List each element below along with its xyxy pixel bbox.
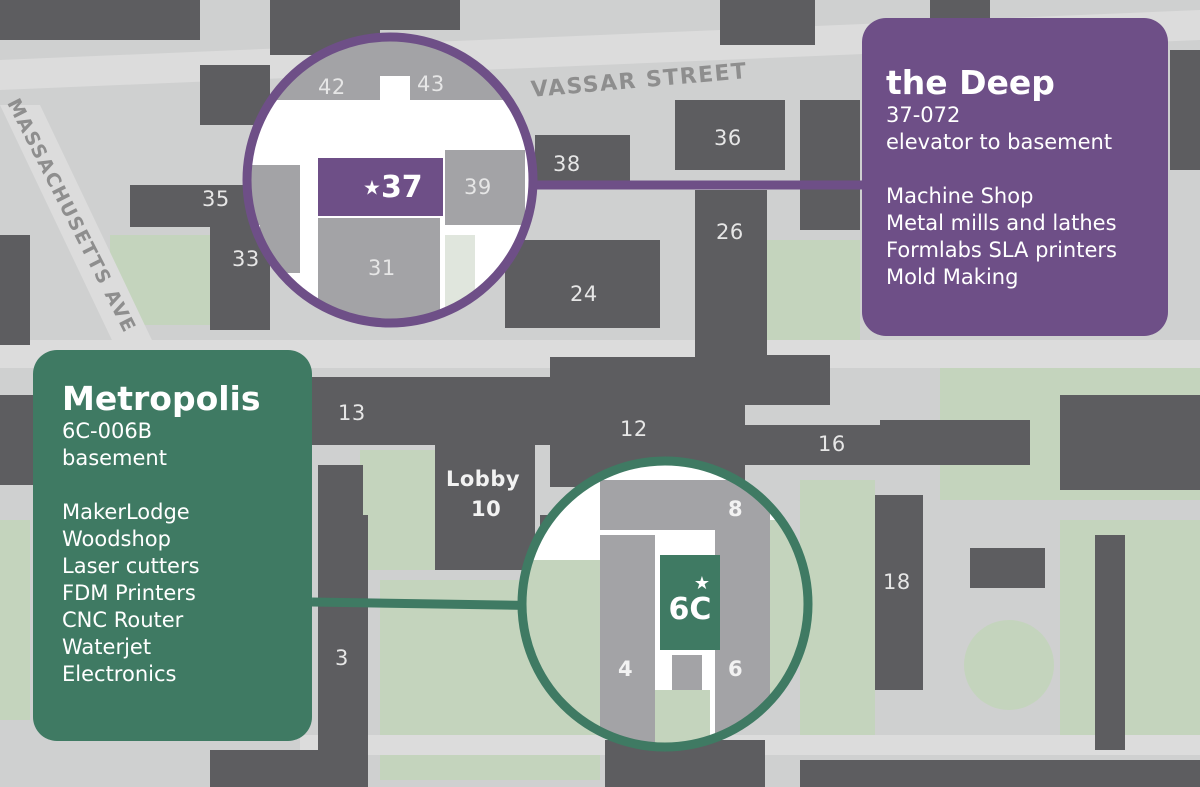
metropolis-info-card: Metropolis 6C-006B basement MakerLodge W… [33, 350, 312, 741]
deep-item: Machine Shop [886, 184, 1034, 208]
building-label-12: 12 [620, 417, 648, 441]
building-label-24: 24 [570, 282, 598, 306]
star-icon: ★ [693, 573, 711, 594]
deep-location: elevator to basement [886, 130, 1113, 154]
building-label-43: 43 [417, 72, 445, 96]
metropolis-location: basement [62, 446, 167, 470]
metropolis-item: Woodshop [62, 527, 171, 551]
building-label-3: 3 [335, 646, 349, 670]
metropolis-item: MakerLodge [62, 500, 190, 524]
deep-room: 37-072 [886, 103, 961, 127]
building-label-42: 42 [318, 75, 346, 99]
building-label-33: 33 [232, 247, 260, 271]
metropolis-location-marker: ★ 6C [660, 575, 720, 627]
deep-item: Formlabs SLA printers [886, 238, 1117, 262]
building-label-16: 16 [818, 432, 846, 456]
metropolis-room: 6C-006B [62, 419, 153, 443]
building-label-39: 39 [464, 175, 492, 199]
deep-item: Mold Making [886, 265, 1019, 289]
building-label-26: 26 [716, 220, 744, 244]
star-icon: ★ [363, 175, 381, 200]
metropolis-inset [517, 456, 813, 752]
building-label-lobby: Lobby [446, 467, 521, 491]
building-label-8: 8 [728, 497, 744, 521]
deep-marker-label: 37 [380, 170, 423, 205]
metropolis-title: Metropolis [62, 379, 261, 418]
metropolis-item: Laser cutters [62, 554, 200, 578]
metropolis-item: Waterjet [62, 635, 152, 659]
building-label-18: 18 [883, 570, 911, 594]
building-label-38: 38 [553, 152, 581, 176]
metropolis-item: FDM Printers [62, 581, 196, 605]
deep-location-marker: ★37 [363, 170, 423, 205]
building-label-35: 35 [202, 187, 230, 211]
deep-info-card: the Deep 37-072 elevator to basement Mac… [862, 18, 1168, 336]
deep-title: the Deep [886, 63, 1055, 102]
building-label-4: 4 [618, 657, 634, 681]
building-label-lobby-number: 10 [471, 497, 502, 521]
metropolis-item: Electronics [62, 662, 177, 686]
building-label-6: 6 [728, 657, 744, 681]
building-label-36: 36 [714, 126, 742, 150]
building-label-31: 31 [368, 256, 396, 280]
metropolis-item: CNC Router [62, 608, 184, 632]
building-label-13: 13 [338, 401, 366, 425]
metropolis-marker-label: 6C [668, 592, 712, 627]
deep-item: Metal mills and lathes [886, 211, 1117, 235]
